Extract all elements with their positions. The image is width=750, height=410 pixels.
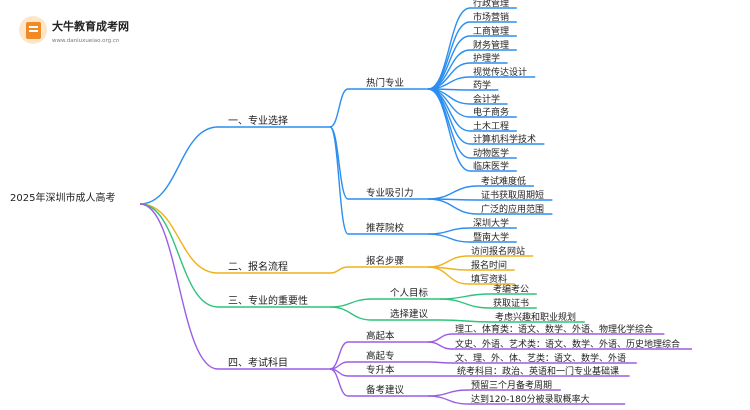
mind-map-links xyxy=(139,7,692,405)
child-link xyxy=(329,88,349,128)
leaf-node: 文、理、外、体、艺类：语文、数学、外语 xyxy=(455,352,626,364)
logo-graphic: 大牛教育成考网 www.daniuxueiao.org.cn xyxy=(19,16,129,44)
leaf-node: 药学 xyxy=(473,79,491,91)
branch-node: 三、专业的重要性 xyxy=(228,294,308,307)
branch-node: 一、专业选择 xyxy=(228,114,288,127)
branch-link xyxy=(139,126,219,205)
leaf-node: 统考科目：政治、英语和一门专业基础课 xyxy=(457,365,619,377)
child-node: 个人目标 xyxy=(390,287,429,299)
leaf-link xyxy=(427,389,469,397)
logo-title: 大牛教育成考网 xyxy=(52,19,129,33)
leaf-node: 理工、体育类：语文、数学、外语、物理化学综合 xyxy=(455,323,653,335)
leaf-link xyxy=(427,88,471,159)
child-link xyxy=(329,266,349,274)
child-link xyxy=(329,368,349,397)
leaf-link xyxy=(439,319,493,323)
leaf-node: 临床医学 xyxy=(473,160,509,172)
leaf-node: 证书获取周期短 xyxy=(481,189,544,201)
leaf-link xyxy=(427,233,471,243)
leaf-link xyxy=(439,298,491,309)
child-node: 推荐院校 xyxy=(366,222,405,234)
leaf-node: 行政管理 xyxy=(473,0,509,9)
leaf-link xyxy=(427,198,479,215)
leaf-node: 预留三个月备考周期 xyxy=(471,379,552,391)
leaf-node: 工商管理 xyxy=(473,25,509,37)
leaf-node: 访问报名网站 xyxy=(471,245,525,257)
child-link xyxy=(329,298,373,308)
leaf-node: 考编考公 xyxy=(493,283,529,295)
child-node: 专升本 xyxy=(366,364,395,376)
branch-link xyxy=(139,203,219,308)
leaf-node: 土木工程 xyxy=(473,120,509,132)
leaf-node: 市场营销 xyxy=(473,11,509,23)
root-node: 2025年深圳市成人高考 xyxy=(10,191,115,204)
branch-link xyxy=(139,203,219,274)
leaf-node: 报名时间 xyxy=(471,259,507,271)
leaf-node: 填写资料 xyxy=(471,273,507,285)
mind-map-nodes: 2025年深圳市成人高考 一、专业选择 热门专业 行政管理市场营销工商管理财务管理护理… xyxy=(10,0,680,405)
site-logo: 大牛教育成考网 www.daniuxueiao.org.cn xyxy=(0,0,140,54)
child-node: 选择建议 xyxy=(390,308,429,320)
leaf-link xyxy=(427,88,471,172)
leaf-link xyxy=(427,62,471,90)
leaf-node: 达到120-180分被录取概率大 xyxy=(471,393,590,405)
logo-url: www.daniuxueiao.org.cn xyxy=(52,38,120,44)
child-node: 高起专 xyxy=(366,350,395,362)
leaf-link xyxy=(427,333,453,343)
leaf-link xyxy=(427,255,469,268)
child-link xyxy=(329,306,373,321)
leaf-link xyxy=(427,341,453,350)
leaf-link xyxy=(427,395,469,405)
leaf-link xyxy=(427,185,479,200)
branch-node: 四、考试科目 xyxy=(228,356,288,369)
leaf-node: 考试难度低 xyxy=(481,175,526,187)
child-node: 报名步骤 xyxy=(366,255,404,267)
leaf-link xyxy=(427,35,471,90)
leaf-node: 动物医学 xyxy=(473,147,509,159)
leaf-node: 文史、外语、艺术类：语文、数学、外语、历史地理综合 xyxy=(455,338,680,350)
leaf-node: 视觉传达设计 xyxy=(473,66,527,78)
leaf-node: 获取证书 xyxy=(493,298,529,309)
leaf-node: 深圳大学 xyxy=(473,217,509,229)
leaf-node: 会计学 xyxy=(473,93,500,105)
child-node: 备考建议 xyxy=(366,384,405,396)
leaf-node: 财务管理 xyxy=(473,39,509,51)
leaf-link xyxy=(439,293,491,300)
leaf-node: 广泛的应用范围 xyxy=(481,203,544,215)
child-node: 高起本 xyxy=(366,330,395,342)
leaf-node: 电子商务 xyxy=(473,106,509,118)
leaf-node: 护理学 xyxy=(473,52,500,64)
child-node: 专业吸引力 xyxy=(366,187,414,199)
branch-link xyxy=(139,203,219,370)
leaf-link xyxy=(427,21,471,90)
leaf-link xyxy=(427,361,453,364)
leaf-link xyxy=(427,227,471,235)
leaf-node: 计算机科学技术 xyxy=(473,133,536,145)
child-link xyxy=(329,126,349,235)
child-node: 热门专业 xyxy=(366,77,404,89)
leaf-node: 考虑兴趣和职业规划 xyxy=(495,311,576,323)
leaf-link xyxy=(427,266,469,285)
branch-node: 二、报名流程 xyxy=(228,260,288,273)
leaf-node: 暨南大学 xyxy=(473,231,509,243)
